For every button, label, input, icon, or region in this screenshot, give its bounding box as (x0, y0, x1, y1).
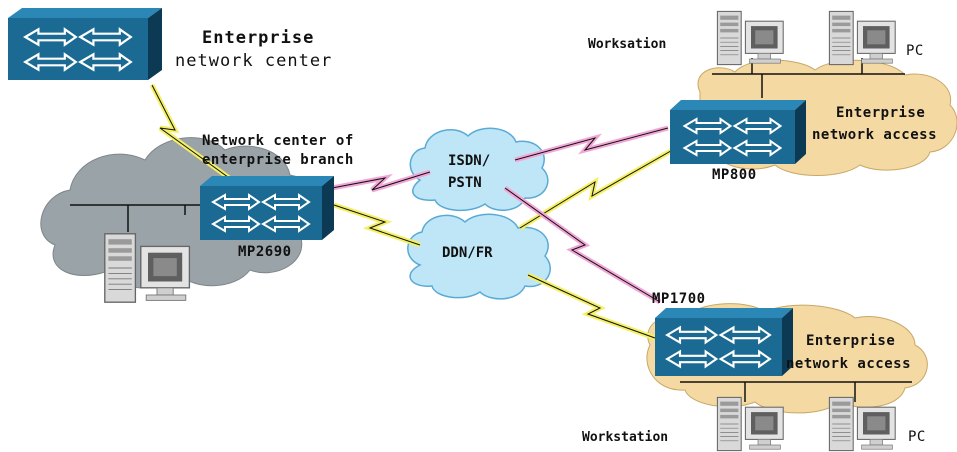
branch-lan-bus (70, 204, 205, 232)
link-isdn-mp800 (514, 125, 669, 163)
top-pc-computer-icon (828, 10, 896, 66)
mp800-label: MP800 (712, 167, 757, 183)
ddn-fr-cloud (407, 213, 551, 300)
workstation-bottom-label: Workstation (582, 430, 669, 445)
mp2690-label: MP2690 (238, 244, 292, 260)
pc-top-label: PC (906, 43, 924, 59)
workstation-top-label: Worksation (588, 37, 667, 52)
link-ddn-mp1700 (526, 272, 656, 341)
isdn-pstn-cloud (409, 127, 549, 212)
branch-label-line1: Network center of (202, 133, 354, 149)
access-bottom-label-line2: network access (786, 356, 912, 372)
isdn-label-line1: ISDN/ (448, 153, 491, 169)
top-workstation-computer-icon (716, 10, 784, 66)
mp1700-switch-icon (655, 308, 793, 376)
isdn-label-line2: PSTN (448, 175, 482, 191)
mp2690-switch-icon (200, 176, 334, 240)
enterprise-center-label-line1: Enterprise (202, 28, 315, 48)
mp1700-label: MP1700 (652, 291, 706, 307)
enterprise-center-label-line2: network center (175, 51, 333, 71)
enterprise-center-switch-icon (8, 8, 162, 80)
wan-links (149, 83, 678, 341)
access-top-label-line2: network access (812, 127, 938, 143)
access-bottom-label-line1: Enterprise (806, 333, 896, 349)
access-top-label-line1: Enterprise (836, 105, 926, 121)
branch-label-line2: enterprise branch (202, 152, 354, 168)
mp800-switch-icon (670, 100, 806, 164)
bottom-lan-bus (680, 381, 912, 402)
pc-bottom-label: PC (908, 429, 926, 445)
ddn-label: DDN/FR (442, 245, 493, 261)
